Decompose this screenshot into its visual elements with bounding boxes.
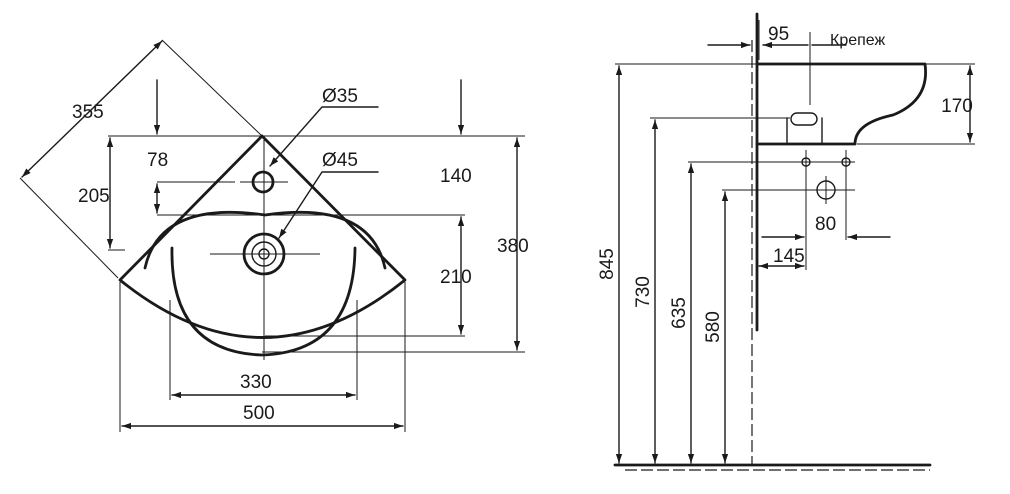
dim-380: 380 — [497, 236, 529, 257]
fastener-bracket — [790, 112, 818, 126]
dim-355: 355 — [72, 102, 104, 123]
plan-view: 355 205 78 Ø35 Ø45 140 380 210 330 500 — [19, 39, 529, 432]
dim-d45: Ø45 — [322, 150, 358, 171]
dim-145: 145 — [773, 246, 805, 267]
dim-140: 140 — [440, 166, 472, 187]
dim-730: 730 — [633, 276, 654, 308]
dim-580: 580 — [703, 311, 724, 343]
dim-d35: Ø35 — [322, 86, 358, 107]
dim-635: 635 — [669, 297, 690, 329]
dim-80: 80 — [815, 214, 836, 235]
dim-500: 500 — [243, 403, 275, 424]
side-view: 95 Крепеж 170 170 845 730 635 580 80 145 — [597, 12, 975, 471]
fastener-label: Крепеж — [830, 32, 886, 49]
dim-78: 78 — [147, 150, 168, 171]
dim-845: 845 — [597, 248, 618, 280]
basin-profile — [755, 62, 927, 146]
dim-95: 95 — [768, 24, 789, 45]
dim-330: 330 — [240, 372, 272, 393]
dim-210: 210 — [440, 267, 472, 288]
dim-170-label: 170 — [941, 96, 973, 117]
dim-205: 205 — [78, 186, 110, 207]
